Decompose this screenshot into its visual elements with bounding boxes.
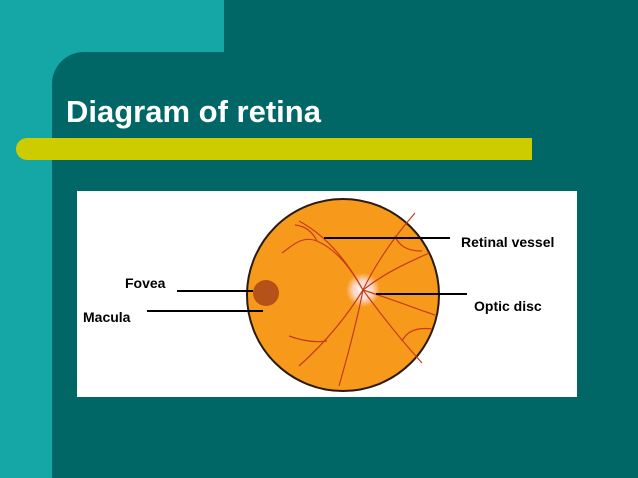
fovea-spot xyxy=(253,280,279,306)
retina-drawing xyxy=(147,198,467,392)
retinal-vessel-label: Retinal vessel xyxy=(461,234,555,250)
leader-lines xyxy=(147,237,467,312)
macula-label: Macula xyxy=(83,309,131,325)
fovea-label: Fovea xyxy=(125,275,166,291)
optic-disc-label: Optic disc xyxy=(474,298,542,314)
retina-diagram: Retinal vessel Optic disc Fovea Macula xyxy=(77,191,577,397)
slide-title: Diagram of retina xyxy=(66,94,321,129)
title-underline-bar xyxy=(16,138,532,160)
retinal-vessels xyxy=(281,212,436,387)
